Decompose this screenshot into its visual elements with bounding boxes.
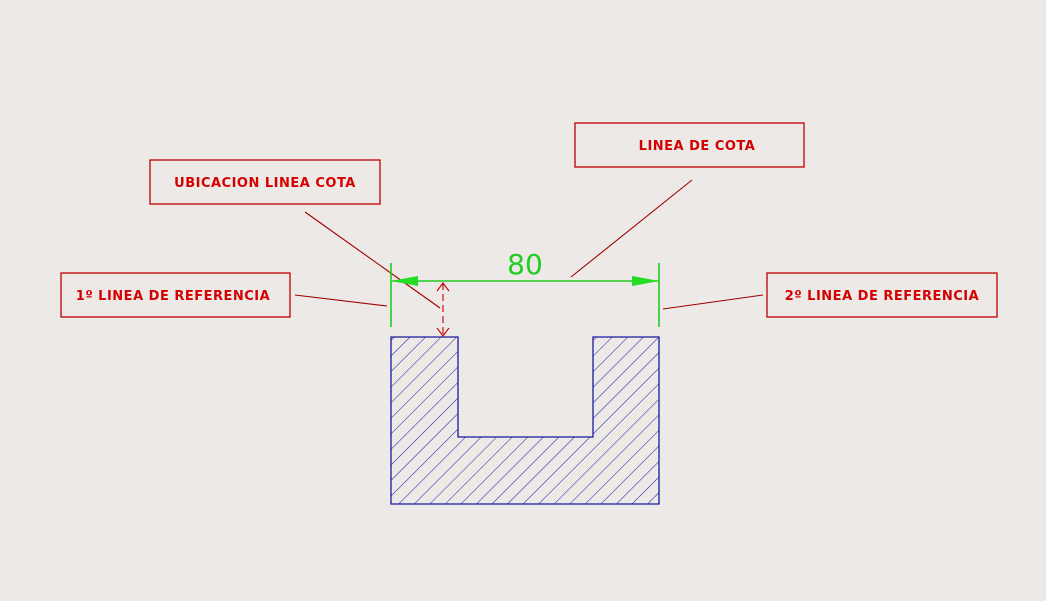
- label-linea-de-cota: LINEA DE COTA: [574, 122, 805, 168]
- label-text: LINEA DE COTA: [639, 139, 756, 154]
- hatched-u-profile: [390, 336, 660, 505]
- label-text: 2º LINEA DE REFERENCIA: [785, 289, 979, 304]
- label-ubicacion-linea-cota: UBICACION LINEA COTA: [149, 159, 381, 205]
- label-primera-linea-referencia: 1º LINEA DE REFERENCIA: [60, 272, 291, 318]
- arrowhead-left-icon: [391, 276, 418, 286]
- leader-ref1: [294, 294, 388, 307]
- dimension-value: 80: [507, 248, 543, 281]
- offset-indicator: [436, 282, 450, 337]
- label-segunda-linea-referencia: 2º LINEA DE REFERENCIA: [766, 272, 998, 318]
- leader-linea-cota: [570, 179, 693, 278]
- leader-ubicacion: [304, 211, 441, 309]
- label-text: 1º LINEA DE REFERENCIA: [76, 289, 270, 304]
- arrowhead-right-icon: [632, 276, 659, 286]
- label-text: UBICACION LINEA COTA: [174, 176, 356, 191]
- leader-ref2: [662, 294, 764, 310]
